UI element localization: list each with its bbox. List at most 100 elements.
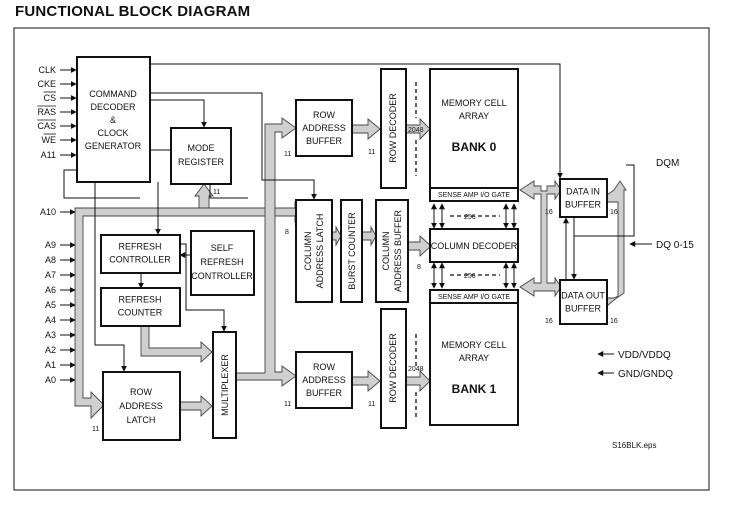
cal-line: ADDRESS LATCH [315, 214, 325, 289]
row-decoder-bottom-label: ROW DECODER [388, 333, 398, 403]
pin-labels: CLKCKECSRASCASWEA11A10A9A8A7A6A5A4A3A2A1… [37, 65, 56, 385]
self-refresh-controller-box [190, 230, 255, 296]
rabb-line: BUFFER [306, 388, 343, 398]
bank1-box [429, 302, 519, 426]
rabb-line: ROW [313, 362, 336, 372]
width-data-out-left: 16 [545, 318, 553, 325]
bus-width-labels: 11 11 8 11 11 11 11 8 2048 2048 256 256 … [92, 127, 618, 433]
bank0-name: BANK 0 [452, 140, 497, 154]
row-address-latch-box [102, 371, 181, 441]
pin-a1: A1 [45, 360, 56, 370]
cmd-line: COMMAND [89, 89, 137, 99]
bus-latch-to-mux [179, 394, 213, 418]
ral-line: ADDRESS [119, 401, 163, 411]
column-decoder-box [429, 228, 519, 263]
width-data-in-right: 16 [610, 209, 618, 216]
bus-sense-amps-to-data-buffers [519, 179, 562, 298]
sense-amp-bottom-label: SENSE AMP I/O GATE [438, 294, 510, 301]
pin-ras: RAS [37, 107, 56, 117]
width-data-out-right: 16 [610, 318, 618, 325]
dout-line: BUFFER [565, 304, 602, 314]
bank0-title-line: ARRAY [459, 111, 489, 121]
width-column-buffer-out: 8 [417, 264, 421, 271]
bus-latch-to-burst [331, 225, 342, 247]
pin-a8: A8 [45, 255, 56, 265]
refresh-controller-label: REFRESH CONTROLLER [109, 242, 171, 265]
width-row-address-latch: 11 [92, 426, 99, 433]
refctl-line: REFRESH [118, 242, 161, 252]
ral-line: LATCH [127, 415, 156, 425]
data-in-buffer-label: DATA IN BUFFER [565, 187, 602, 210]
pin-a2: A2 [45, 345, 56, 355]
rabt-line: BUFFER [306, 136, 343, 146]
width-top-buffer-in: 11 [284, 151, 291, 158]
data-in-buffer-box [559, 178, 608, 218]
multiplexer-box [212, 331, 237, 439]
cal-line: COLUMN [303, 231, 313, 270]
pin-clk: CLK [38, 65, 56, 75]
pin-a5: A5 [45, 300, 56, 310]
width-mode-register: 11 [213, 189, 220, 196]
mode-line: MODE [188, 143, 215, 153]
command-decoder-box [76, 56, 151, 183]
data-out-buffer-label: DATA OUT BUFFER [561, 291, 605, 314]
sense-amp-top-box [429, 187, 519, 202]
width-data-in-left: 16 [545, 209, 553, 216]
pin-dq: DQ 0-15 [656, 240, 694, 251]
pin-a9: A9 [45, 240, 56, 250]
bus-colbuf-to-coldec [407, 234, 432, 258]
column-decoder-label: COLUMN DECODER [431, 241, 518, 251]
width-top-buffer-out: 11 [368, 149, 375, 156]
self-line: REFRESH [200, 257, 243, 267]
refresh-counter-label: REFRESH COUNTER [118, 295, 163, 318]
control-wires [60, 63, 652, 420]
cmd-line: CLOCK [97, 128, 128, 138]
column-address-buffer-box [375, 199, 409, 303]
pin-a0: A0 [45, 375, 56, 385]
pin-gnd: GND/GNDQ [618, 369, 673, 380]
data-out-buffer-box [559, 279, 608, 325]
bus-top-buffer-to-decoder [351, 118, 381, 140]
pin-we: WE [42, 135, 57, 145]
refcnt-line: COUNTER [118, 308, 163, 318]
bus-row-decoder-to-bank1 [405, 369, 431, 393]
diagram-title: FUNCTIONAL BLOCK DIAGRAM [15, 3, 251, 20]
footnote: S16BLK.eps [612, 441, 656, 450]
width-row-lines-bottom: 2048 [408, 366, 424, 373]
cmd-line: GENERATOR [85, 141, 142, 151]
pin-cs: CS [43, 93, 56, 103]
bank1-title-line: MEMORY CELL [441, 340, 506, 350]
mode-register-box [170, 127, 232, 185]
self-line: SELF [211, 243, 234, 253]
diagram-frame [13, 27, 710, 491]
multiplexer-label: MULTIPLEXER [220, 354, 230, 416]
pin-cke: CKE [37, 79, 56, 89]
width-bottom-buffer-out: 11 [368, 401, 375, 408]
rabt-line: ROW [313, 110, 336, 120]
width-column-lines-bottom: 256 [464, 273, 476, 280]
sense-amp-top-label: SENSE AMP I/O GATE [438, 192, 510, 199]
cmd-line: & [110, 115, 116, 125]
row-decoder-bottom-box [380, 308, 407, 429]
dout-line: DATA OUT [561, 291, 605, 301]
refcnt-line: REFRESH [118, 295, 161, 305]
refctl-line: CONTROLLER [109, 255, 171, 265]
pin-a11: A11 [41, 150, 56, 160]
pin-a6: A6 [45, 285, 56, 295]
pin-a7: A7 [45, 270, 56, 280]
rabt-line: ADDRESS [302, 123, 346, 133]
din-line: DATA IN [566, 187, 600, 197]
width-column-address-latch: 8 [285, 229, 289, 236]
din-line: BUFFER [565, 200, 602, 210]
burst-counter-label: BURST COUNTER [347, 212, 357, 290]
bus-row-decoder-to-bank0 [405, 117, 431, 141]
row-address-buffer-bottom-box [295, 351, 353, 409]
bus-refresh-to-mux [140, 321, 213, 364]
pin-vdd: VDD/VDDQ [618, 350, 671, 361]
